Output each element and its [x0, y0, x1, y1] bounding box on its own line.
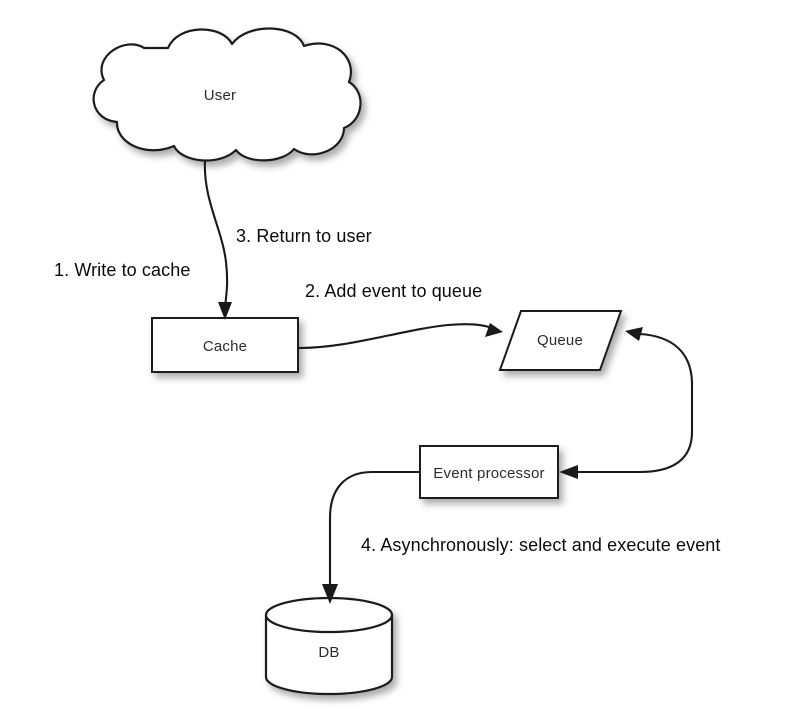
- step-label-3: 3. Return to user: [236, 226, 372, 246]
- connector-event-processor-to-db: [322, 470, 419, 604]
- connector-cache-to-queue: [298, 323, 503, 350]
- node-cache[interactable]: Cache: [151, 317, 299, 373]
- connector-user-to-cache: [203, 159, 232, 320]
- node-event-processor-label: Event processor: [433, 465, 544, 482]
- arrowhead-to-queue: [485, 323, 503, 337]
- node-user-label: User: [204, 87, 236, 104]
- node-db[interactable]: DB: [264, 596, 394, 696]
- node-cache-label: Cache: [203, 338, 247, 355]
- node-db-label: DB: [318, 644, 339, 661]
- connector-queue-event-processor-loop: [559, 327, 694, 479]
- node-user[interactable]: User: [92, 27, 362, 162]
- step-label-1: 1. Write to cache: [54, 260, 190, 280]
- step-label-4: 4. Asynchronously: select and execute ev…: [361, 535, 721, 555]
- node-event-processor[interactable]: Event processor: [419, 445, 559, 499]
- node-queue[interactable]: Queue: [498, 310, 623, 371]
- arrowhead-to-event-processor: [559, 465, 578, 479]
- arrowhead-to-cache: [218, 302, 232, 320]
- arrowhead-to-db: [322, 584, 338, 604]
- arrowhead-to-queue-return: [625, 327, 643, 341]
- node-queue-label: Queue: [537, 332, 583, 349]
- step-label-2: 2. Add event to queue: [305, 281, 482, 301]
